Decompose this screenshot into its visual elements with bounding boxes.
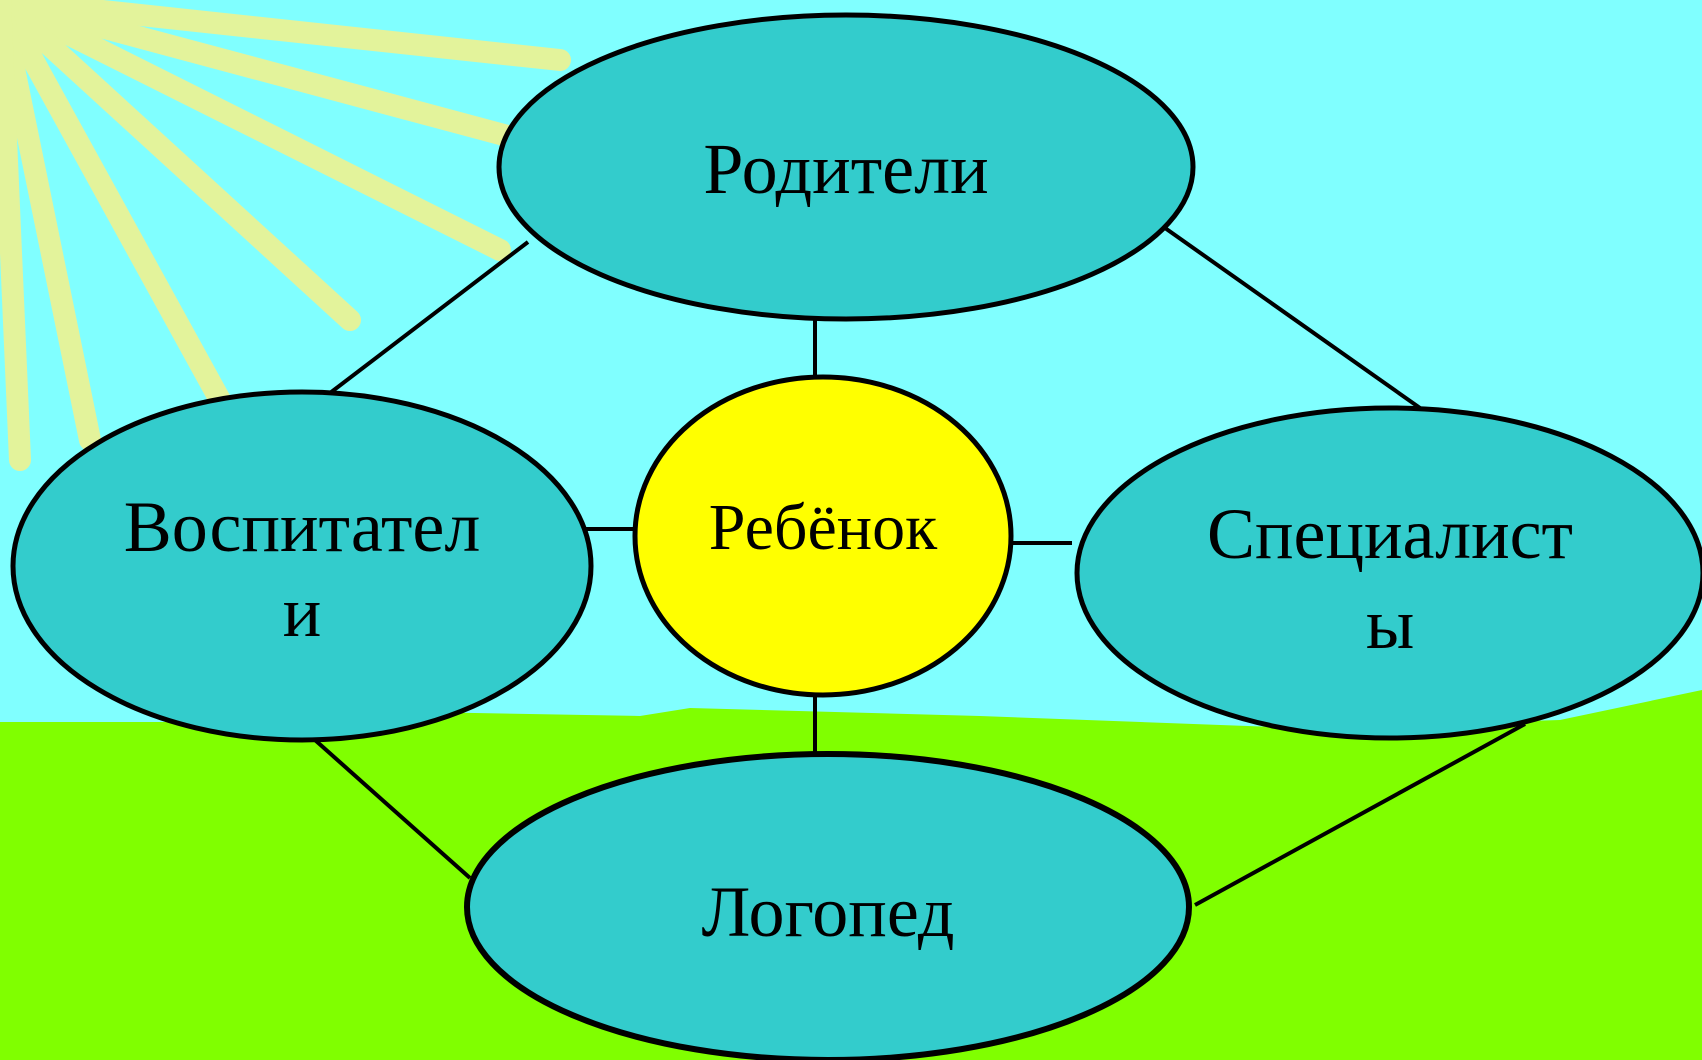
node-speech-therapist-shape <box>464 751 1192 1060</box>
node-specialists-shape <box>1074 405 1702 741</box>
node-parents: Родители <box>496 12 1196 322</box>
node-educators-label-line1: Воспитател <box>124 487 481 567</box>
node-speech-therapist-label: Логопед <box>702 872 955 952</box>
node-center-child: Ребёнок <box>632 374 1014 698</box>
node-parents-shape <box>496 12 1196 322</box>
connector-parents-educators <box>328 240 530 395</box>
node-specialists-label-line2: ы <box>1366 584 1414 664</box>
node-speech-therapist: Логопед <box>464 751 1192 1060</box>
node-specialists: Специалист ы <box>1074 405 1702 741</box>
connectors <box>313 226 1526 907</box>
node-parents-label: Родители <box>703 129 988 209</box>
connector-educators-speech-therapist <box>313 738 472 880</box>
node-educators-shape <box>10 389 594 743</box>
node-center-child-shape <box>632 374 1014 698</box>
sun-rays <box>0 0 571 471</box>
connector-specialists-speech-therapist <box>1194 722 1526 907</box>
node-educators-label-line2: и <box>283 572 322 652</box>
node-center-child-label: Ребёнок <box>709 491 938 564</box>
connector-parents-specialists <box>1163 226 1422 410</box>
node-educators: Воспитател и <box>10 389 594 743</box>
node-specialists-label-line1: Специалист <box>1207 494 1573 574</box>
